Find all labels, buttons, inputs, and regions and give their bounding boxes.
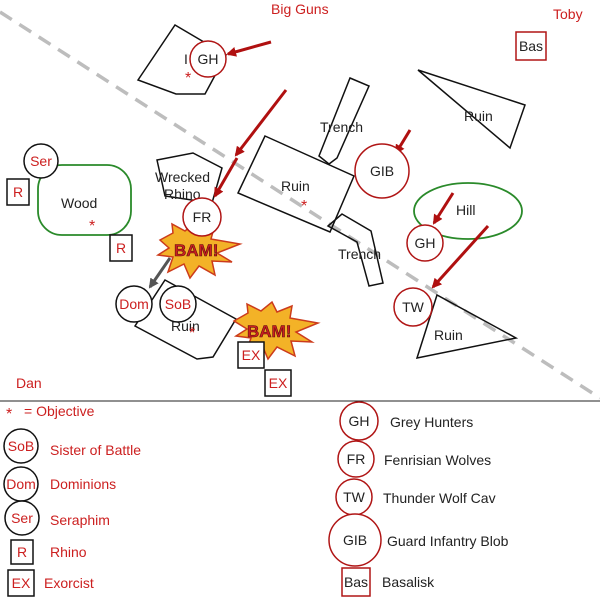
terrain-label: Wrecked (155, 169, 210, 185)
legend-gib-label: Guard Infantry Blob (387, 533, 509, 549)
unit-label: R (116, 240, 126, 256)
legend-dom-key: Dom (6, 476, 36, 492)
legend-r-label: Rhino (50, 544, 87, 560)
legend-gh-key: GH (349, 413, 370, 429)
terrain-wrecked-rhino: Wrecked Rhino (155, 152, 223, 204)
terrain-label: Trench (320, 119, 363, 135)
legend-gib-key: GIB (343, 532, 367, 548)
terrain-label: Ruin (434, 327, 463, 343)
unit-label: FR (193, 209, 212, 225)
terrain-ruin-center: Ruin (236, 135, 355, 233)
terrain-label: Trench (338, 246, 381, 262)
legend-fr-key: FR (347, 451, 366, 467)
deployment-divider (0, 10, 600, 400)
unit-label: Ser (30, 153, 52, 169)
unit-exorcist-1[interactable]: EX (237, 341, 265, 369)
unit-label: GH (198, 51, 219, 67)
objective-marker: * (89, 218, 95, 235)
terrain-ruin-bottom-right: Ruin (415, 293, 519, 359)
terrain-label: Rhino (164, 186, 201, 202)
legend-tw-key: TW (343, 489, 366, 505)
move-arrow-gh-top (226, 40, 272, 57)
explosion-label: BAM! (247, 322, 291, 341)
unit-exorcist-2[interactable]: EX (264, 369, 292, 397)
unit-grey-hunters-top[interactable]: GH (189, 40, 227, 78)
unit-dominions[interactable]: Dom (115, 285, 153, 323)
unit-sister-of-battle[interactable]: SoB (159, 285, 197, 323)
move-arrow-dom (148, 257, 172, 289)
legend-objective-label: = Objective (24, 403, 95, 419)
objective-marker: * (301, 198, 307, 215)
legend-bas-label: Basalisk (382, 574, 435, 590)
player-label-dan: Dan (16, 375, 42, 391)
unit-fenrisian-wolves[interactable]: FR (182, 197, 222, 237)
move-arrow-gh-hill (432, 192, 455, 225)
legend-r-key: R (17, 544, 27, 560)
legend-gh-label: Grey Hunters (390, 414, 473, 430)
legend-ex-key: EX (12, 575, 31, 591)
move-arrow-fr (234, 89, 288, 157)
unit-label: R (13, 184, 23, 200)
unit-seraphim[interactable]: Ser (23, 143, 59, 179)
legend-ser-key: Ser (11, 510, 33, 526)
move-arrow-tw (431, 224, 490, 289)
terrain-label: I (184, 51, 188, 67)
terrain-label: Wood (61, 195, 97, 211)
unit-grey-hunters-hill[interactable]: GH (406, 224, 444, 262)
objective-marker: * (189, 325, 195, 342)
terrain-hill: Hill (413, 182, 523, 240)
legend: * = Objective SoB Sister of Battle Dom D… (3, 401, 509, 597)
legend-sob-key: SoB (8, 438, 34, 454)
legend-tw-label: Thunder Wolf Cav (383, 490, 496, 506)
legend-ex-label: Exorcist (44, 575, 94, 591)
unit-rhino-left[interactable]: R (6, 178, 30, 206)
terrain-trench-upper: Trench (318, 77, 370, 165)
objective-marker: * (185, 70, 191, 87)
unit-label: EX (269, 375, 288, 391)
unit-label: GH (415, 235, 436, 251)
legend-dom-label: Dominions (50, 476, 116, 492)
unit-label: EX (242, 347, 261, 363)
legend-objective-symbol: * (6, 406, 12, 423)
unit-label: TW (402, 299, 425, 315)
unit-basilisk-top[interactable]: Bas (515, 31, 547, 61)
legend-sob-label: Sister of Battle (50, 442, 141, 458)
explosion-bam-1: BAM! (155, 220, 243, 280)
player-label-big-guns: Big Guns (271, 1, 329, 17)
legend-fr-label: Fenrisian Wolves (384, 452, 491, 468)
terrain-wood: Wood (37, 164, 132, 236)
terrain-ruin-top-right: Ruin (417, 69, 526, 150)
explosion-label: BAM! (174, 241, 218, 260)
unit-rhino-wood[interactable]: R (109, 234, 133, 262)
terrain-trench-lower: Trench (326, 213, 384, 287)
terrain-label: Hill (456, 202, 475, 218)
legend-bas-key: Bas (344, 574, 368, 590)
unit-guard-infantry-blob[interactable]: GIB (354, 143, 410, 199)
legend-ser-label: Seraphim (50, 512, 110, 528)
unit-label: Bas (519, 38, 543, 54)
terrain-label: Ruin (281, 178, 310, 194)
move-arrow-fr-2 (213, 157, 239, 198)
unit-label: GIB (370, 163, 394, 179)
player-label-toby: Toby (553, 6, 583, 22)
unit-thunder-wolf-cav[interactable]: TW (393, 287, 433, 327)
unit-label: Dom (119, 296, 149, 312)
terrain-label: Ruin (464, 108, 493, 124)
unit-label: SoB (165, 296, 191, 312)
